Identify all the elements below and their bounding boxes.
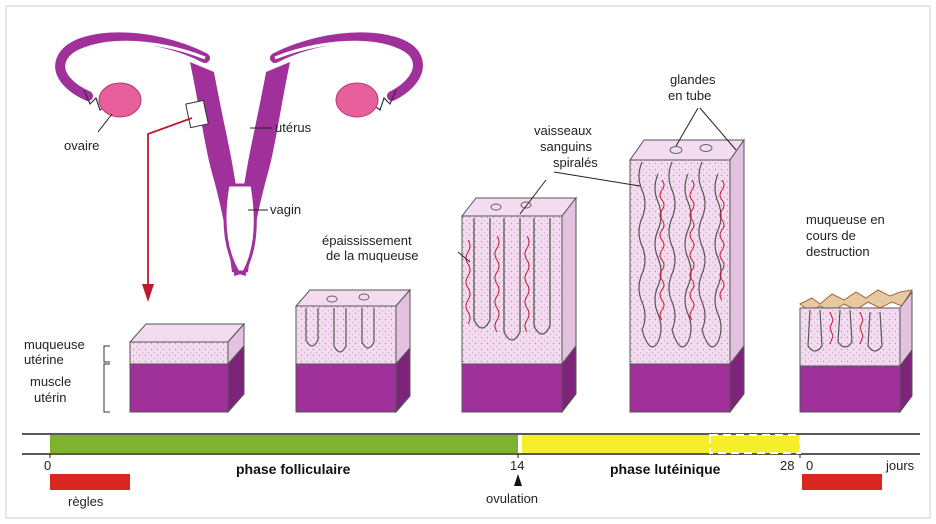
block4-muscle — [630, 364, 730, 412]
block1-muscle — [130, 364, 228, 412]
ovaire-leader — [98, 114, 112, 132]
label-ovaire: ovaire — [64, 138, 99, 153]
block-late-follicular — [458, 198, 576, 412]
block1-mucosa — [130, 342, 228, 364]
label-epaississement-2: de la muqueuse — [326, 248, 419, 263]
bar-regles — [50, 474, 130, 490]
block-destruction — [800, 290, 912, 412]
bracket-muqueuse — [104, 346, 110, 362]
block3-top — [462, 198, 576, 216]
label-vaisseaux-1: vaisseaux — [534, 123, 592, 138]
label-destruction-2: cours de — [806, 228, 856, 243]
phase-folliculaire-label: phase folliculaire — [236, 461, 351, 477]
block3-mucosa-side — [562, 198, 576, 364]
vaisseaux-leader — [554, 172, 640, 186]
block3-muscle — [462, 364, 562, 412]
block-early-follicular — [296, 290, 410, 412]
label-destruction-3: destruction — [806, 244, 870, 259]
label-destruction-1: muqueuse en — [806, 212, 885, 227]
label-muscle-1: muscle — [30, 374, 71, 389]
tick-label-next-0: 0 — [806, 458, 813, 473]
axis-unit: jours — [885, 458, 915, 473]
bar-phase-luteinique — [522, 435, 800, 453]
phase-luteinique-label: phase lutéinique — [610, 461, 721, 477]
bracket-muscle — [104, 364, 110, 412]
tick-label-14: 14 — [510, 458, 524, 473]
label-vagin: vagin — [270, 202, 301, 217]
bar-regles-next — [802, 474, 882, 490]
bar-phase-folliculaire — [50, 435, 518, 453]
label-vaisseaux-2: sanguins — [540, 139, 593, 154]
left-ovary — [99, 83, 141, 117]
right-ovary — [336, 83, 378, 117]
zoom-arrow — [148, 118, 192, 290]
zoom-arrowhead — [142, 284, 154, 302]
regles-label: règles — [68, 494, 104, 509]
block4-mucosa-side — [730, 140, 744, 364]
vagina — [225, 185, 255, 272]
block5-muscle — [800, 366, 900, 412]
label-vaisseaux-3: spiralés — [553, 155, 598, 170]
block2-top — [296, 290, 410, 306]
label-epaississement-1: épaississement — [322, 233, 412, 248]
label-glandes-2: en tube — [668, 88, 711, 103]
block1-top — [130, 324, 244, 342]
tick-label-0: 0 — [44, 458, 51, 473]
label-uterus: utérus — [275, 120, 312, 135]
label-muqueuse-1: muqueuse — [24, 337, 85, 352]
label-glandes-1: glandes — [670, 72, 716, 87]
block3-mucosa — [462, 216, 562, 364]
block-menstrual — [104, 324, 244, 412]
block4-top — [630, 140, 744, 160]
label-muqueuse-2: utérine — [24, 352, 64, 367]
ovulation-label: ovulation — [486, 491, 538, 506]
label-muscle-2: utérin — [34, 390, 67, 405]
ovulation-marker — [514, 474, 522, 486]
tick-label-28: 28 — [780, 458, 794, 473]
block2-muscle — [296, 364, 396, 412]
